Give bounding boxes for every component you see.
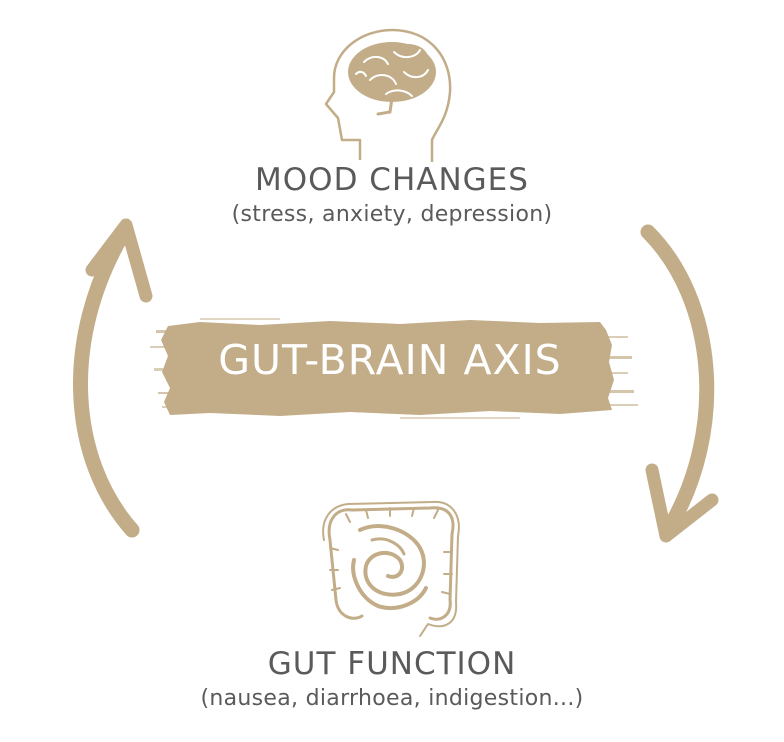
gut-brain-axis-label: GUT-BRAIN AXIS — [218, 336, 562, 384]
intestine-icon — [322, 500, 460, 637]
left-up-arrow — [73, 218, 153, 538]
gut-function-title: GUT FUNCTION — [267, 646, 517, 682]
gut-function-subtitle: (nausea, diarrhoea, indigestion...) — [200, 686, 584, 711]
right-down-arrow — [640, 224, 719, 543]
head-brain-icon — [324, 28, 452, 162]
mood-changes-title: MOOD CHANGES — [255, 162, 529, 198]
mood-changes-subtitle: (stress, anxiety, depression) — [231, 202, 553, 227]
brush-stroke-banner — [150, 318, 638, 419]
